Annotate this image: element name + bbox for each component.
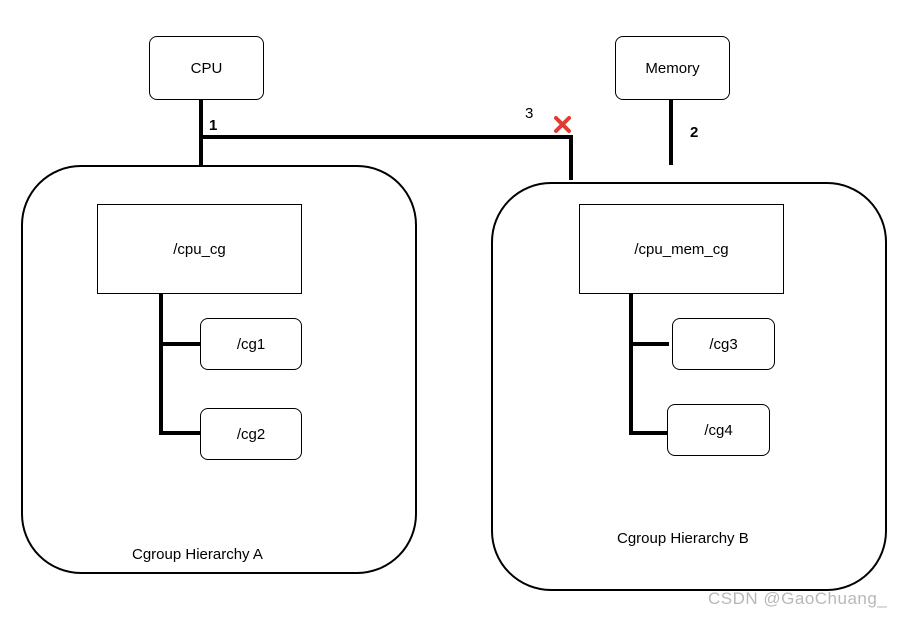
cg4-box: /cg4 bbox=[667, 404, 770, 456]
watermark-text: CSDN @GaoChuang_ bbox=[708, 589, 888, 608]
cpu-cg-label: /cpu_cg bbox=[173, 240, 226, 258]
memory-resource-box: Memory bbox=[615, 36, 730, 100]
blocked-cross-icon bbox=[554, 116, 571, 133]
cpu-mem-cg-root-box: /cpu_mem_cg bbox=[579, 204, 784, 294]
cpu-resource-box: CPU bbox=[149, 36, 264, 100]
edge-1-label: 1 bbox=[209, 117, 218, 134]
edge-3-label: 3 bbox=[525, 105, 534, 122]
hierarchy-a-title: Cgroup Hierarchy A bbox=[132, 546, 263, 563]
memory-label: Memory bbox=[645, 59, 700, 77]
cg2-box: /cg2 bbox=[200, 408, 302, 460]
cg3-label: /cg3 bbox=[709, 335, 738, 353]
cg4-label: /cg4 bbox=[704, 421, 733, 439]
cpu-mem-cg-label: /cpu_mem_cg bbox=[634, 240, 729, 258]
cg2-label: /cg2 bbox=[236, 425, 266, 443]
cg3-box: /cg3 bbox=[672, 318, 775, 370]
cpu-cg-root-box: /cpu_cg bbox=[97, 204, 302, 294]
edge-cpu-to-hierarchy-b bbox=[199, 135, 573, 180]
cpu-label: CPU bbox=[190, 59, 223, 77]
cg1-label: /cg1 bbox=[236, 335, 266, 353]
hierarchy-b-title: Cgroup Hierarchy B bbox=[617, 530, 749, 547]
cg1-box: /cg1 bbox=[200, 318, 302, 370]
edge-2-label: 2 bbox=[690, 124, 699, 141]
